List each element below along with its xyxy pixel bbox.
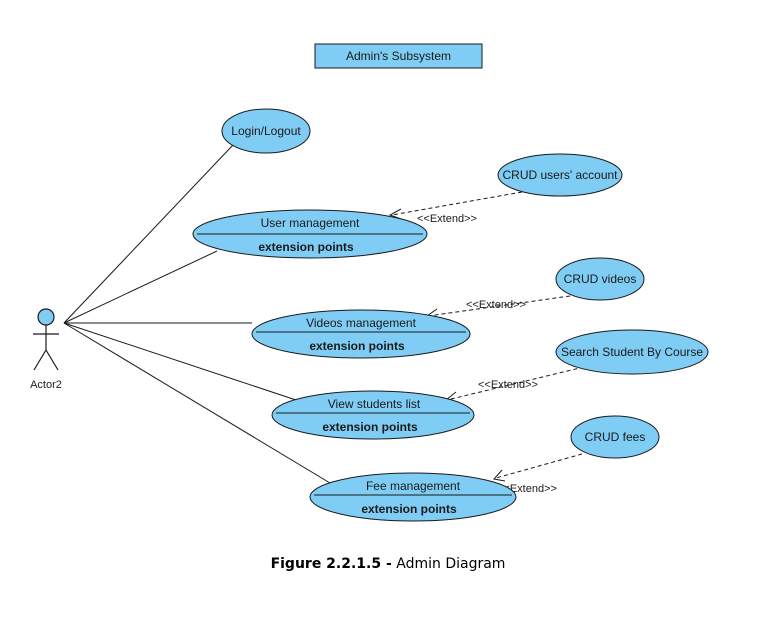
association-login [63, 144, 234, 324]
extend-label-videos: <<Extend>> [466, 299, 526, 311]
extend-line-students [446, 366, 585, 401]
association-lines [63, 144, 331, 484]
extend-label-students: <<Extend>> [478, 379, 538, 391]
use-case-search-student-label: Search Student By Course [561, 345, 703, 359]
system-title: Admin's Subsystem [346, 49, 451, 63]
actor-label: Actor2 [30, 379, 62, 391]
actor-head [37, 308, 55, 326]
use-case-fee-management-label: Fee management [366, 479, 461, 493]
system-title-box: Admin's Subsystem [314, 43, 483, 69]
actor-left-leg [33, 349, 47, 371]
use-case-crud-videos: CRUD videos [555, 257, 645, 301]
use-case-crud-users-label: CRUD users' account [503, 168, 619, 182]
extend-label-users: <<Extend>> [417, 213, 477, 225]
use-case-user-management-label: User management [261, 216, 360, 230]
use-case-login-label: Login/Logout [231, 124, 301, 138]
use-case-login: Login/Logout [221, 108, 311, 154]
use-case-crud-fees: CRUD fees [570, 415, 660, 459]
use-case-crud-fees-label: CRUD fees [585, 430, 646, 444]
extend-arrowhead-fees [493, 469, 506, 482]
extend-line-videos [427, 293, 585, 317]
use-case-crud-users: CRUD users' account [497, 153, 623, 197]
association-user-management [63, 250, 218, 324]
figure-caption-text: Admin Diagram [391, 556, 506, 572]
extend-line-users [391, 191, 523, 216]
use-case-videos-management: Videos management extension points [251, 309, 471, 359]
figure-caption-label: Figure 2.2.1.5 - [270, 556, 392, 572]
actor: Actor2 [30, 308, 62, 391]
use-case-videos-management-extension: extension points [309, 339, 405, 353]
extend-line-fees [495, 453, 583, 479]
use-case-view-students-label: View students list [328, 397, 421, 411]
use-case-videos-management-label: Videos management [306, 316, 417, 330]
use-case-view-students: View students list extension points [271, 390, 475, 440]
use-case-fee-management-extension: extension points [361, 502, 457, 516]
use-case-fee-management: Fee management extension points [309, 472, 517, 522]
figure-caption: Figure 2.2.1.5 - Admin Diagram [0, 556, 776, 572]
use-case-view-students-extension: extension points [322, 420, 418, 434]
use-case-user-management: User management extension points [192, 209, 428, 259]
association-fee-management [63, 322, 331, 484]
use-case-user-management-extension: extension points [258, 240, 354, 254]
actor-right-leg [45, 349, 59, 371]
use-case-search-student: Search Student By Course [555, 329, 709, 375]
use-case-crud-videos-label: CRUD videos [564, 272, 637, 286]
association-view-students [63, 322, 297, 401]
